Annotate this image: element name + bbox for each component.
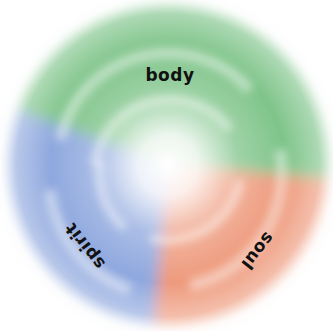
sector-label: body — [143, 66, 196, 85]
sector-node: body — [143, 66, 196, 87]
